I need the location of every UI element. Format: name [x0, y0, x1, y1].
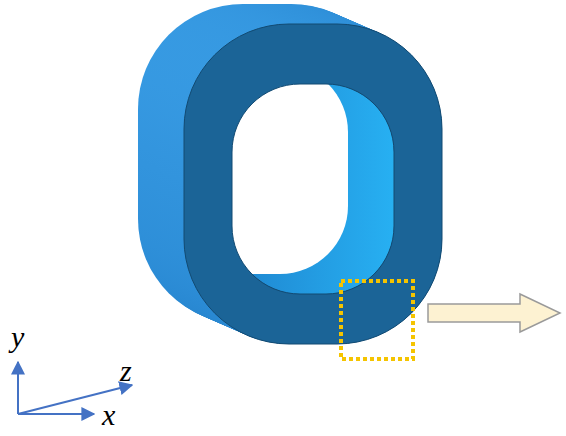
hole [186, 64, 394, 294]
hole-opening [186, 64, 348, 274]
ring-side [138, 4, 442, 344]
hole-edge [232, 84, 394, 294]
axis-label: x [102, 400, 115, 430]
axis-label: z [120, 356, 132, 386]
axis-label: y [11, 322, 24, 352]
front-face [184, 24, 442, 344]
block-arrow [428, 294, 560, 332]
ring-side-slice [184, 24, 442, 344]
ring-front [184, 24, 442, 344]
dotted-square [341, 281, 413, 359]
